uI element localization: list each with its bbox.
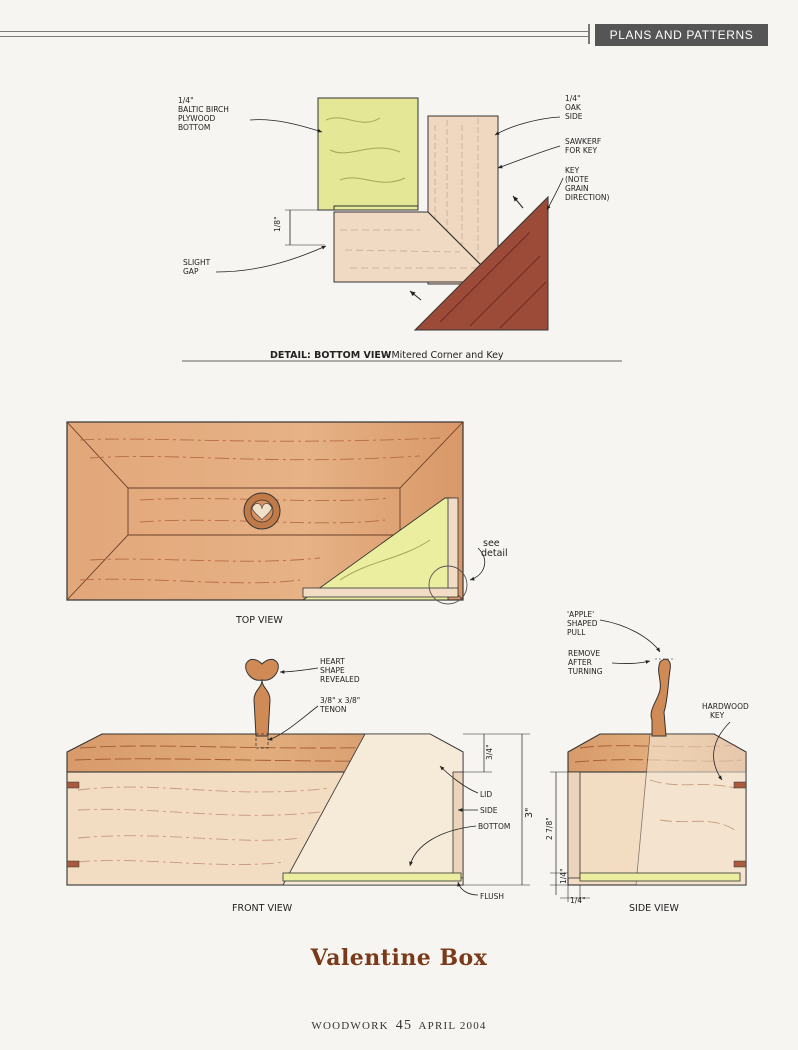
lid-dim-label: 3/4" xyxy=(485,744,494,760)
hardwood-key xyxy=(413,195,549,331)
side-label: SIDE xyxy=(480,806,498,815)
heart-label: HEART SHAPE REVEALED xyxy=(320,657,360,684)
front-view-drawing: 3/4" 3" HEART SHAPE REVEALED 3/8" x 3/8"… xyxy=(66,657,535,914)
header-rule-cap xyxy=(588,24,590,44)
footer-page-number: 45 xyxy=(395,1018,413,1033)
page-footer: WOODWORK 45 APRIL 2004 xyxy=(0,1018,798,1034)
see-detail-label: see detail xyxy=(481,538,508,559)
header-rule xyxy=(0,31,590,32)
bottom-material-label: 1/4" BALTIC BIRCH PLYWOOD BOTTOM xyxy=(178,96,231,132)
top-view-drawing: see detail TOP VIEW xyxy=(66,421,508,626)
detail-caption-title: DETAIL: BOTTOM VIEW xyxy=(270,350,392,361)
side-material-label: 1/4" OAK SIDE xyxy=(565,94,583,121)
front-view-caption: FRONT VIEW xyxy=(232,903,293,914)
inner-height-dim-label: 2 7/8" xyxy=(545,817,554,840)
side-view-caption: SIDE VIEW xyxy=(629,903,679,914)
top-view-caption: TOP VIEW xyxy=(235,615,283,626)
bottom-label: BOTTOM xyxy=(478,822,510,831)
sawkerf-label: SAWKERF FOR KEY xyxy=(565,137,604,155)
gap-label: SLIGHT GAP xyxy=(183,258,213,276)
tenon-label: 3/8" x 3/8" TENON xyxy=(319,696,363,714)
bottom-thickness-dim-label: 1/4" xyxy=(559,868,568,884)
lid-label: LID xyxy=(480,790,492,799)
height-dim-label: 3" xyxy=(524,808,535,818)
footer-magazine: WOODWORK xyxy=(311,1020,389,1032)
flush-label: FLUSH xyxy=(480,892,504,901)
hardwood-key-label: HARDWOOD KEY xyxy=(702,702,751,720)
header-rule xyxy=(0,36,590,37)
footer-date: APRIL 2004 xyxy=(418,1020,487,1032)
detail-dim-label: 1/8" xyxy=(273,216,282,232)
detail-drawing: 1/8" 1/4" BALTIC BIRCH PLYWOOD BOTTOM 1/… xyxy=(178,94,622,362)
key-label: KEY (NOTE GRAIN DIRECTION) xyxy=(565,166,609,202)
page-title: Valentine Box xyxy=(310,945,488,971)
detail-caption-sub: - Mitered Corner and Key xyxy=(385,350,504,361)
apple-pull-label: 'APPLE' SHAPED PULL xyxy=(567,610,600,637)
side-thickness-dim-label: 1/4" xyxy=(570,896,586,905)
side-view-drawing: 2 7/8" 1/4" 1/4" 'APPLE' SHAPED PULL REM… xyxy=(545,610,751,914)
section-tag: PLANS AND PATTERNS xyxy=(595,24,768,46)
remove-after-turning-label: REMOVE AFTER TURNING xyxy=(567,649,603,676)
